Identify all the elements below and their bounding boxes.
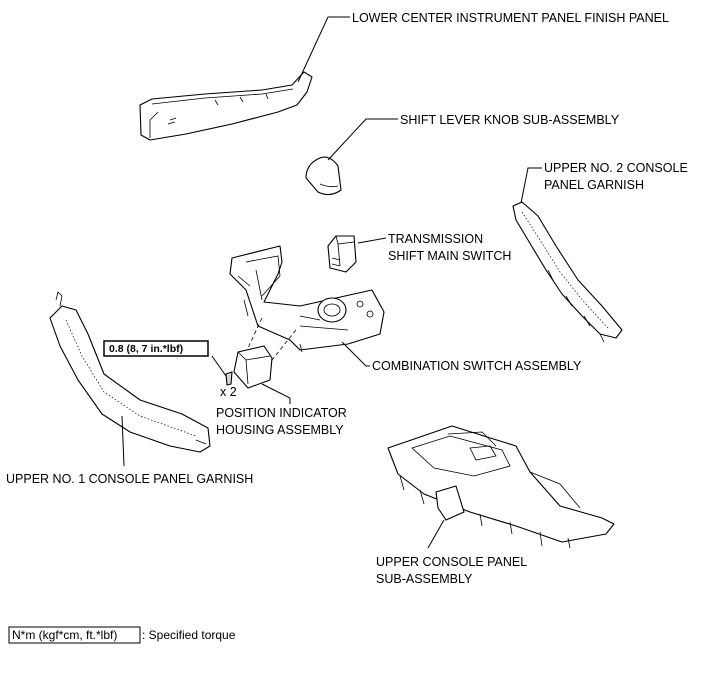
upper-no1-garnish-leader — [121, 415, 125, 467]
upper-console-leader — [427, 519, 445, 549]
torque-leader — [211, 355, 227, 377]
upper-console-part — [387, 425, 615, 549]
upper-no1-garnish-part — [49, 291, 211, 453]
torque-spec-value: 0.8 (8, 7 in.*lbf) — [109, 343, 183, 355]
upper-no2-garnish-part — [512, 201, 623, 343]
position-indicator-part — [233, 345, 273, 389]
label-upper-console-line2: SUB-ASSEMBLY — [376, 572, 473, 586]
label-transmission-line2: SHIFT MAIN SWITCH — [388, 249, 511, 263]
upper-no2-garnish-leader — [520, 167, 542, 204]
label-shift-knob: SHIFT LEVER KNOB SUB-ASSEMBLY — [400, 113, 620, 127]
lower-center-panel-leader — [297, 16, 350, 83]
combination-switch-leader — [341, 341, 370, 367]
fastener-quantity: x 2 — [220, 385, 237, 399]
label-upper-no2-line2: PANEL GARNISH — [544, 178, 644, 192]
legend-description: : Specified torque — [142, 628, 236, 642]
screw-fastener — [225, 371, 233, 386]
lower-center-panel-part — [139, 71, 313, 141]
transmission-switch-part — [327, 235, 357, 273]
label-upper-console-line1: UPPER CONSOLE PANEL — [376, 555, 527, 569]
position-indicator-leader — [261, 383, 291, 404]
legend-unit: N*m (kgf*cm, ft.*lbf) — [12, 628, 117, 642]
label-upper-no2-line1: UPPER NO. 2 CONSOLE — [544, 161, 688, 175]
transmission-switch-leader — [357, 237, 387, 244]
shift-knob-part — [305, 156, 342, 196]
assembly-guide-line — [247, 317, 263, 349]
label-combination-switch: COMBINATION SWITCH ASSEMBLY — [372, 359, 582, 373]
combination-switch-part — [229, 245, 385, 353]
label-position-line1: POSITION INDICATOR — [216, 406, 347, 420]
label-transmission-line1: TRANSMISSION — [388, 232, 483, 246]
label-lower-center-panel: LOWER CENTER INSTRUMENT PANEL FINISH PAN… — [352, 11, 669, 25]
label-position-line2: HOUSING ASSEMBLY — [216, 423, 344, 437]
shift-knob-leader — [327, 118, 398, 161]
label-upper-no1: UPPER NO. 1 CONSOLE PANEL GARNISH — [6, 472, 253, 486]
legend-unit-box — [8, 626, 141, 644]
torque-spec-box — [103, 340, 209, 357]
